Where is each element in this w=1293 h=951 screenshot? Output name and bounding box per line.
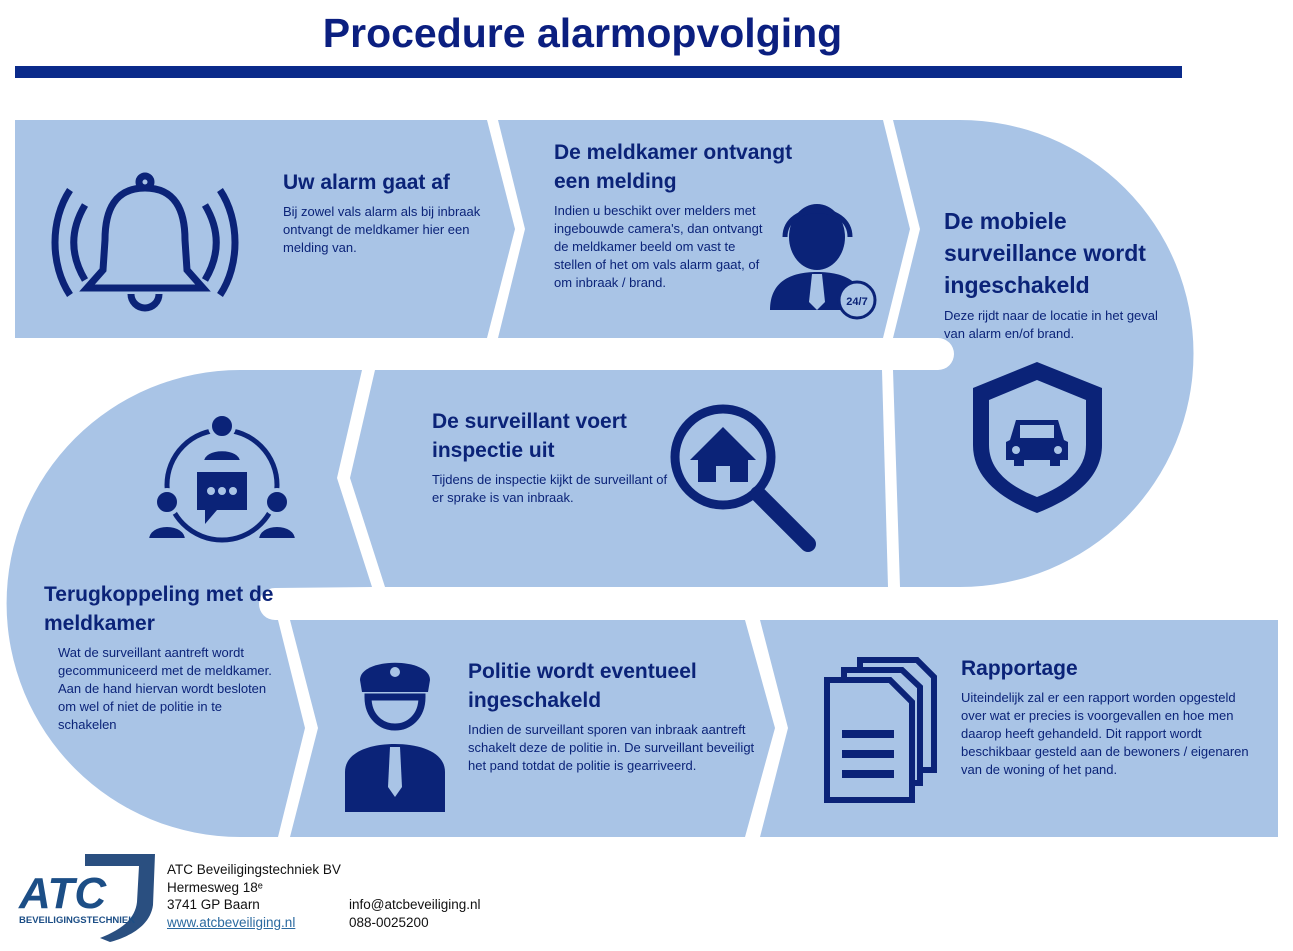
badge-24-7: 24/7 [846, 296, 867, 308]
logo-sub: BEVEILIGINGSTECHNIEK [19, 915, 135, 926]
step-body: Deze rijdt naar de locatie in het geval … [944, 308, 1158, 341]
police-officer-icon [345, 662, 445, 812]
bell-icon [51, 172, 239, 312]
step-heading: Terugkoppeling met de meldkamer [44, 583, 274, 635]
step-heading: Uw alarm gaat af [283, 171, 450, 194]
step-1: Uw alarm gaat af Bij zowel vals alarm al… [283, 168, 483, 257]
email[interactable]: info@atcbeveiliging.nl [349, 897, 481, 912]
phone: 088-0025200 [349, 914, 429, 930]
step-4: De surveillant voert inspectie uit Tijde… [432, 407, 672, 507]
website-link[interactable]: www.atcbeveiliging.nl [167, 914, 296, 930]
shield-car-icon [973, 362, 1102, 513]
logo-mark: ATC [18, 869, 107, 918]
step-body: Indien de surveillant sporen van inbraak… [468, 722, 755, 773]
step-heading: Politie wordt eventueel ingeschakeld [468, 660, 697, 712]
team-communication-icon [145, 412, 300, 543]
step-body: Bij zowel vals alarm als bij inbraak ont… [283, 204, 481, 255]
step-2: De meldkamer ontvangt een melding Indien… [554, 138, 804, 292]
title-underline [15, 66, 1182, 78]
step-body: Tijdens de inspectie kijkt de surveillan… [432, 472, 668, 505]
step-heading: De meldkamer ontvangt een melding [554, 141, 793, 193]
step-7: Rapportage Uiteindelijk zal er een rappo… [961, 654, 1261, 779]
street: Hermesweg 18ᵉ [167, 879, 263, 895]
page-title: Procedure alarmopvolging [322, 10, 843, 56]
step-heading: Rapportage [961, 657, 1078, 680]
step-heading: De surveillant voert inspectie uit [432, 410, 627, 462]
panel-step-3 [893, 120, 1194, 587]
step-body: Wat de surveillant aantreft wordt gecomm… [58, 645, 272, 732]
step-body: Uiteindelijk zal er een rapport worden o… [961, 690, 1249, 777]
magnifier-house-icon [670, 404, 816, 552]
address-block: ATC Beveiligingstechniek BV Hermesweg 18… [167, 861, 341, 931]
panel-step-5 [6, 370, 372, 837]
company-name: ATC Beveiligingstechniek BV [167, 862, 341, 877]
operator-headset-icon: 24/7 [770, 204, 877, 320]
contact-block: info@atcbeveiliging.nl 088-0025200 [349, 896, 481, 931]
city: 3741 GP Baarn [167, 897, 260, 912]
documents-icon [824, 657, 937, 803]
step-5: Terugkoppeling met de meldkamer Wat de s… [44, 580, 284, 734]
step-heading: De mobiele surveillance wordt ingeschake… [944, 208, 1146, 298]
step-6: Politie wordt eventueel ingeschakeld Ind… [468, 657, 763, 775]
step-body: Indien u beschikt over melders met ingeb… [554, 203, 763, 290]
atc-logo: ATC BEVEILIGINGSTECHNIEK [18, 854, 155, 942]
step-3: De mobiele surveillance wordt ingeschake… [944, 205, 1174, 343]
